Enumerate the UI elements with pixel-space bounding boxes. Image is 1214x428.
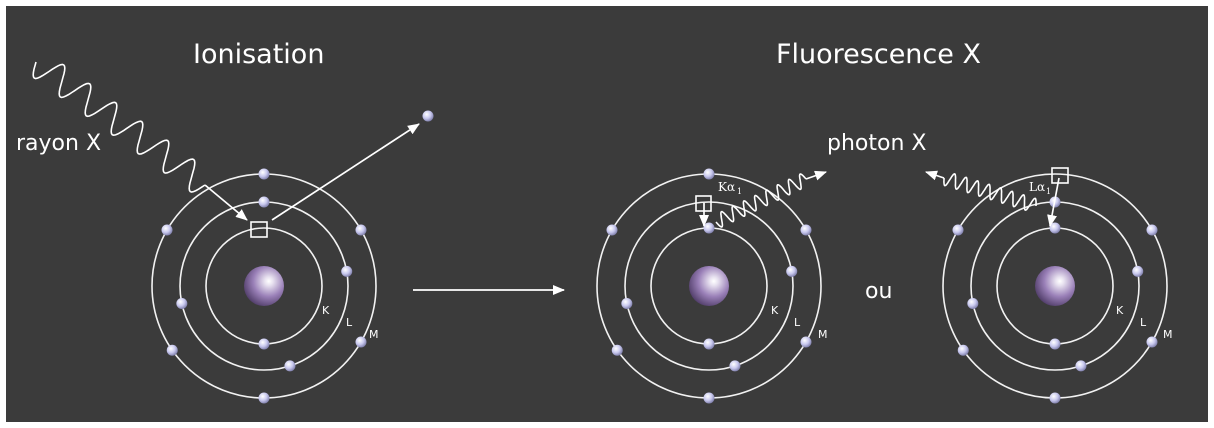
title-ionisation: Ionisation	[193, 39, 324, 70]
atom-k-alpha: K L M Kα 1	[596, 168, 828, 404]
shell-l-ring	[624, 201, 794, 371]
electron	[176, 297, 188, 309]
electron	[258, 168, 270, 180]
electrons	[606, 168, 812, 404]
l-alpha-subscript: 1	[1046, 187, 1051, 196]
vacancy-box	[250, 221, 268, 238]
photon-arrow-k	[805, 170, 827, 181]
electron	[800, 336, 812, 348]
electron	[611, 344, 623, 356]
ejected-electron	[422, 110, 434, 122]
electron	[967, 297, 979, 309]
electron	[729, 360, 741, 372]
shell-k-label: K	[322, 304, 330, 317]
electron	[786, 265, 798, 277]
electron	[1049, 392, 1061, 404]
nucleus	[244, 266, 284, 306]
nucleus	[1035, 266, 1075, 306]
atom-ionisation: K L M	[151, 168, 379, 404]
photon-x-label: photon X	[827, 131, 926, 156]
diagram-panel	[6, 6, 1208, 422]
electron	[355, 224, 367, 236]
electron	[1146, 224, 1158, 236]
shell-m-label: M	[818, 328, 828, 341]
electron	[284, 360, 296, 372]
electron	[621, 297, 633, 309]
vacancy-box	[1051, 167, 1069, 184]
electron	[355, 336, 367, 348]
electron	[258, 196, 270, 208]
ou-label: ou	[865, 279, 892, 304]
shell-m-label: M	[1163, 328, 1173, 341]
electron	[161, 224, 173, 236]
shell-m-label: M	[369, 328, 379, 341]
title-fluorescence: Fluorescence X	[776, 39, 981, 70]
electron	[606, 224, 618, 236]
electron	[952, 224, 964, 236]
electron	[1132, 265, 1144, 277]
electron	[703, 222, 715, 234]
rayon-x-label: rayon X	[16, 131, 101, 156]
shell-l-label: L	[346, 316, 353, 329]
k-alpha-subscript: 1	[737, 187, 742, 196]
transition-arrow	[1047, 177, 1060, 227]
electron	[258, 338, 270, 350]
electron	[1075, 360, 1087, 372]
shell-k-label: K	[771, 304, 779, 317]
k-alpha-label: Kα	[718, 180, 735, 194]
emitted-photon-wave-k	[715, 173, 807, 228]
electron	[703, 392, 715, 404]
electrons	[161, 168, 367, 404]
electron	[1049, 338, 1061, 350]
electron	[1146, 336, 1158, 348]
shell-l-label: L	[794, 316, 801, 329]
photon-arrow-l	[925, 170, 945, 181]
electron	[258, 392, 270, 404]
electron	[341, 265, 353, 277]
atom-l-alpha: K L M Lα 1	[942, 167, 1173, 404]
shell-l-label: L	[1140, 316, 1147, 329]
electron	[957, 344, 969, 356]
l-alpha-label: Lα	[1029, 180, 1045, 194]
incoming-xray-wave	[32, 61, 206, 193]
electron	[703, 338, 715, 350]
electron	[800, 224, 812, 236]
emitted-photon-wave-l	[943, 173, 1037, 211]
nucleus	[689, 266, 729, 306]
electrons	[952, 196, 1158, 404]
ejection-arrow	[271, 123, 420, 221]
incoming-xray-arrow	[204, 184, 248, 221]
electron	[166, 344, 178, 356]
electron	[703, 168, 715, 180]
shell-k-label: K	[1116, 304, 1124, 317]
